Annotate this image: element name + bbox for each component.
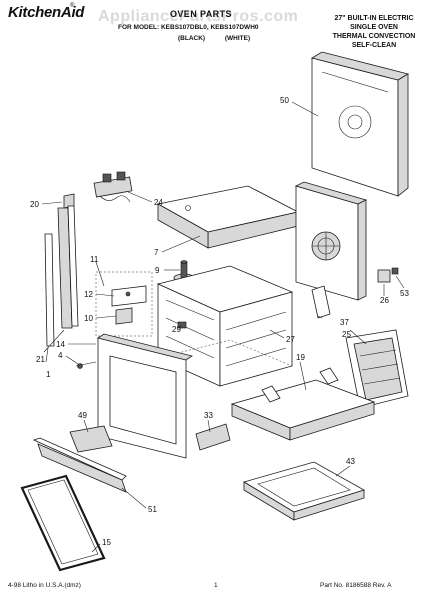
part-bottom-tray: [230, 367, 376, 441]
part-convection-assembly: [294, 181, 399, 319]
callout-1: 1: [46, 370, 51, 379]
callout-25: 25: [342, 330, 351, 339]
part-side-trims: [44, 205, 79, 347]
callout-14: 14: [56, 340, 65, 349]
callout-29: 29: [172, 325, 181, 334]
callout-4: 4: [58, 351, 63, 360]
callout-12: 12: [84, 290, 93, 299]
callout-10: 10: [84, 314, 93, 323]
callout-33: 33: [204, 411, 213, 420]
callout-37: 37: [340, 318, 349, 327]
description-line: 27" BUILT-IN ELECTRIC: [334, 15, 414, 22]
callout-49: 49: [78, 411, 87, 420]
callout-43: 43: [346, 457, 355, 466]
part-terminal-block: [93, 171, 133, 203]
callout-50: 50: [280, 96, 289, 105]
brand-logo: KitchenAid: [8, 4, 85, 21]
footer-part-number: Part No. 8186588 Rev. A: [320, 582, 392, 589]
footer-page-number: 1: [214, 582, 218, 589]
callout-51: 51: [148, 505, 157, 514]
callout-20: 20: [30, 200, 39, 209]
page-title: OVEN PARTS: [170, 9, 232, 19]
part-vent-panel: [345, 329, 409, 409]
callout-24: 24: [154, 198, 163, 207]
callout-27: 27: [286, 335, 295, 344]
callout-19: 19: [296, 353, 305, 362]
callout-21: 21: [36, 355, 45, 364]
model-numbers: FOR MODEL: KEBS107DBL0, KEBS107DWH0: [118, 24, 259, 31]
callout-11: 11: [90, 255, 99, 264]
part-small-rail: [195, 423, 231, 451]
model-colors: (BLACK) (WHITE): [178, 35, 251, 42]
callout-leaders: [41, 101, 405, 553]
part-bracket-group: [95, 271, 153, 337]
part-door-gasket: [20, 474, 106, 572]
description-line: SELF-CLEAN: [351, 42, 397, 49]
footer-litho-info: 4-98 Litho in U.S.A.(dmz): [8, 582, 81, 589]
part-lower-trim: [69, 425, 113, 453]
callout-26: 26: [380, 296, 389, 305]
part-front-frame: [75, 333, 193, 459]
part-bottom-pan: [243, 461, 366, 521]
callout-numbers: 50 20 24 7 11 9 12 10 14 4 21 1 29 27 26…: [30, 96, 409, 547]
callout-9: 9: [155, 266, 160, 275]
part-rear-panel: [310, 51, 410, 197]
description-line: THERMAL CONVECTION: [332, 33, 416, 40]
callout-7: 7: [154, 248, 159, 257]
callout-15: 15: [102, 538, 111, 547]
watermark-text: AppliancePartsPros.com: [98, 8, 299, 25]
description-line: SINGLE OVEN: [350, 24, 398, 31]
brand-registered-mark: ®: [70, 3, 75, 9]
callout-53: 53: [400, 289, 409, 298]
part-door-strip: [32, 437, 127, 493]
part-top-panel: [156, 185, 300, 249]
product-description: 27" BUILT-IN ELECTRIC SINGLE OVEN THERMA…: [322, 14, 426, 50]
